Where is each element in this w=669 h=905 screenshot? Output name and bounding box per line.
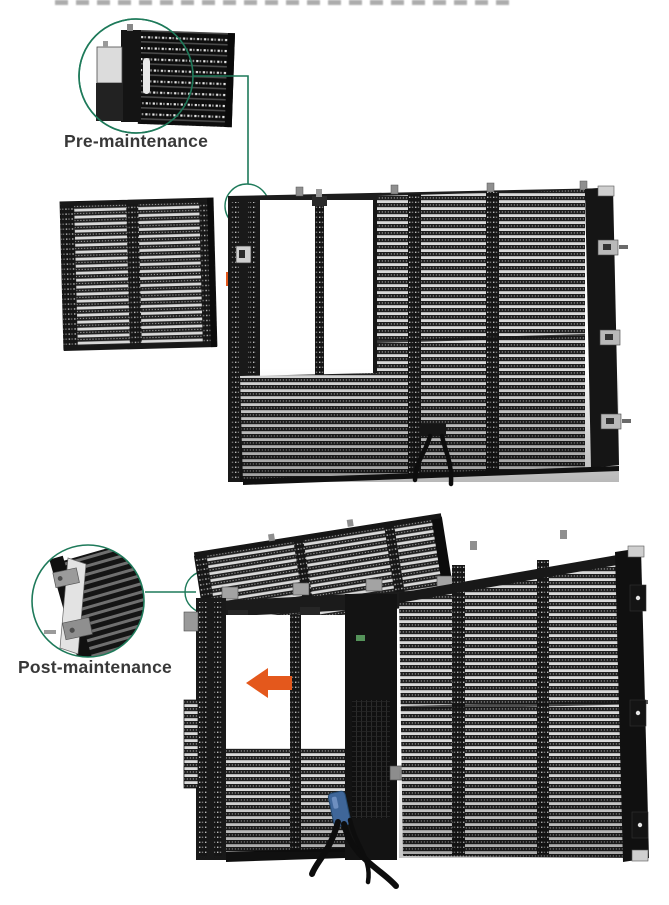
pre-maintenance-label: Pre-maintenance xyxy=(64,131,209,151)
screen-bottom-rail xyxy=(243,466,619,485)
top-rail-pins xyxy=(295,180,588,197)
pre-callout-detail xyxy=(78,18,236,134)
control-column xyxy=(345,594,407,860)
post-lower-left-grille xyxy=(226,748,345,862)
post-callout-circle xyxy=(31,544,145,658)
frame-clip xyxy=(597,239,628,256)
arrow-left-icon xyxy=(246,668,292,698)
post-left-column xyxy=(183,598,226,860)
blue-connector xyxy=(327,790,352,828)
frame-clip xyxy=(629,699,647,727)
module-pin xyxy=(103,41,108,47)
top-pin xyxy=(127,24,133,31)
hinge-tag xyxy=(44,630,56,634)
detached-module-panel xyxy=(59,197,218,351)
cropped-text-strip xyxy=(55,0,512,5)
pre-maintenance-figure xyxy=(59,18,631,487)
hinge-clamp-top xyxy=(52,567,80,588)
post-maintenance-label: Post-maintenance xyxy=(18,657,172,677)
frame-column xyxy=(121,30,141,122)
main-screen-post xyxy=(183,513,649,889)
handle-slot xyxy=(143,58,150,94)
frame-clip xyxy=(629,584,647,612)
status-led xyxy=(356,635,365,641)
power-cables-post xyxy=(309,817,399,889)
removed-module-gap xyxy=(260,189,379,376)
post-maintenance-figure xyxy=(31,513,649,889)
post-right-frame xyxy=(615,545,649,862)
lower-module-box xyxy=(96,83,123,121)
power-cables-pre xyxy=(412,424,454,487)
frame-clip xyxy=(599,329,621,346)
power-module-box xyxy=(96,46,123,84)
main-screen-pre xyxy=(228,180,631,487)
screen-right-frame xyxy=(585,185,631,468)
screen-grille xyxy=(240,190,619,482)
frame-clip xyxy=(631,811,649,839)
frame-clip xyxy=(600,413,631,430)
led-panel-face xyxy=(137,29,236,128)
hinge-clamp-bottom xyxy=(62,617,93,641)
post-callout-detail xyxy=(31,544,145,658)
post-screen-grille xyxy=(399,530,648,858)
pre-callout-connector-line xyxy=(193,75,249,184)
